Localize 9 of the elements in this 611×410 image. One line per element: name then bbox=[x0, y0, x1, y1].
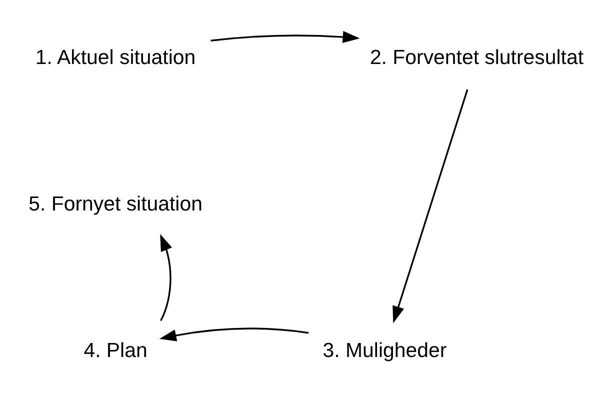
node-text: 2. Forventet slutresultat bbox=[370, 46, 584, 69]
arrow bbox=[160, 234, 172, 322]
node-text: 3. Muligheder bbox=[322, 338, 447, 362]
arrow bbox=[210, 31, 360, 43]
arrow bbox=[392, 89, 468, 324]
node-text: 5. Fornyet situation bbox=[28, 192, 202, 216]
arrow bbox=[159, 328, 309, 342]
node-text: 1. Aktuel situation bbox=[35, 46, 196, 69]
node-text: 4. Plan bbox=[84, 338, 148, 362]
